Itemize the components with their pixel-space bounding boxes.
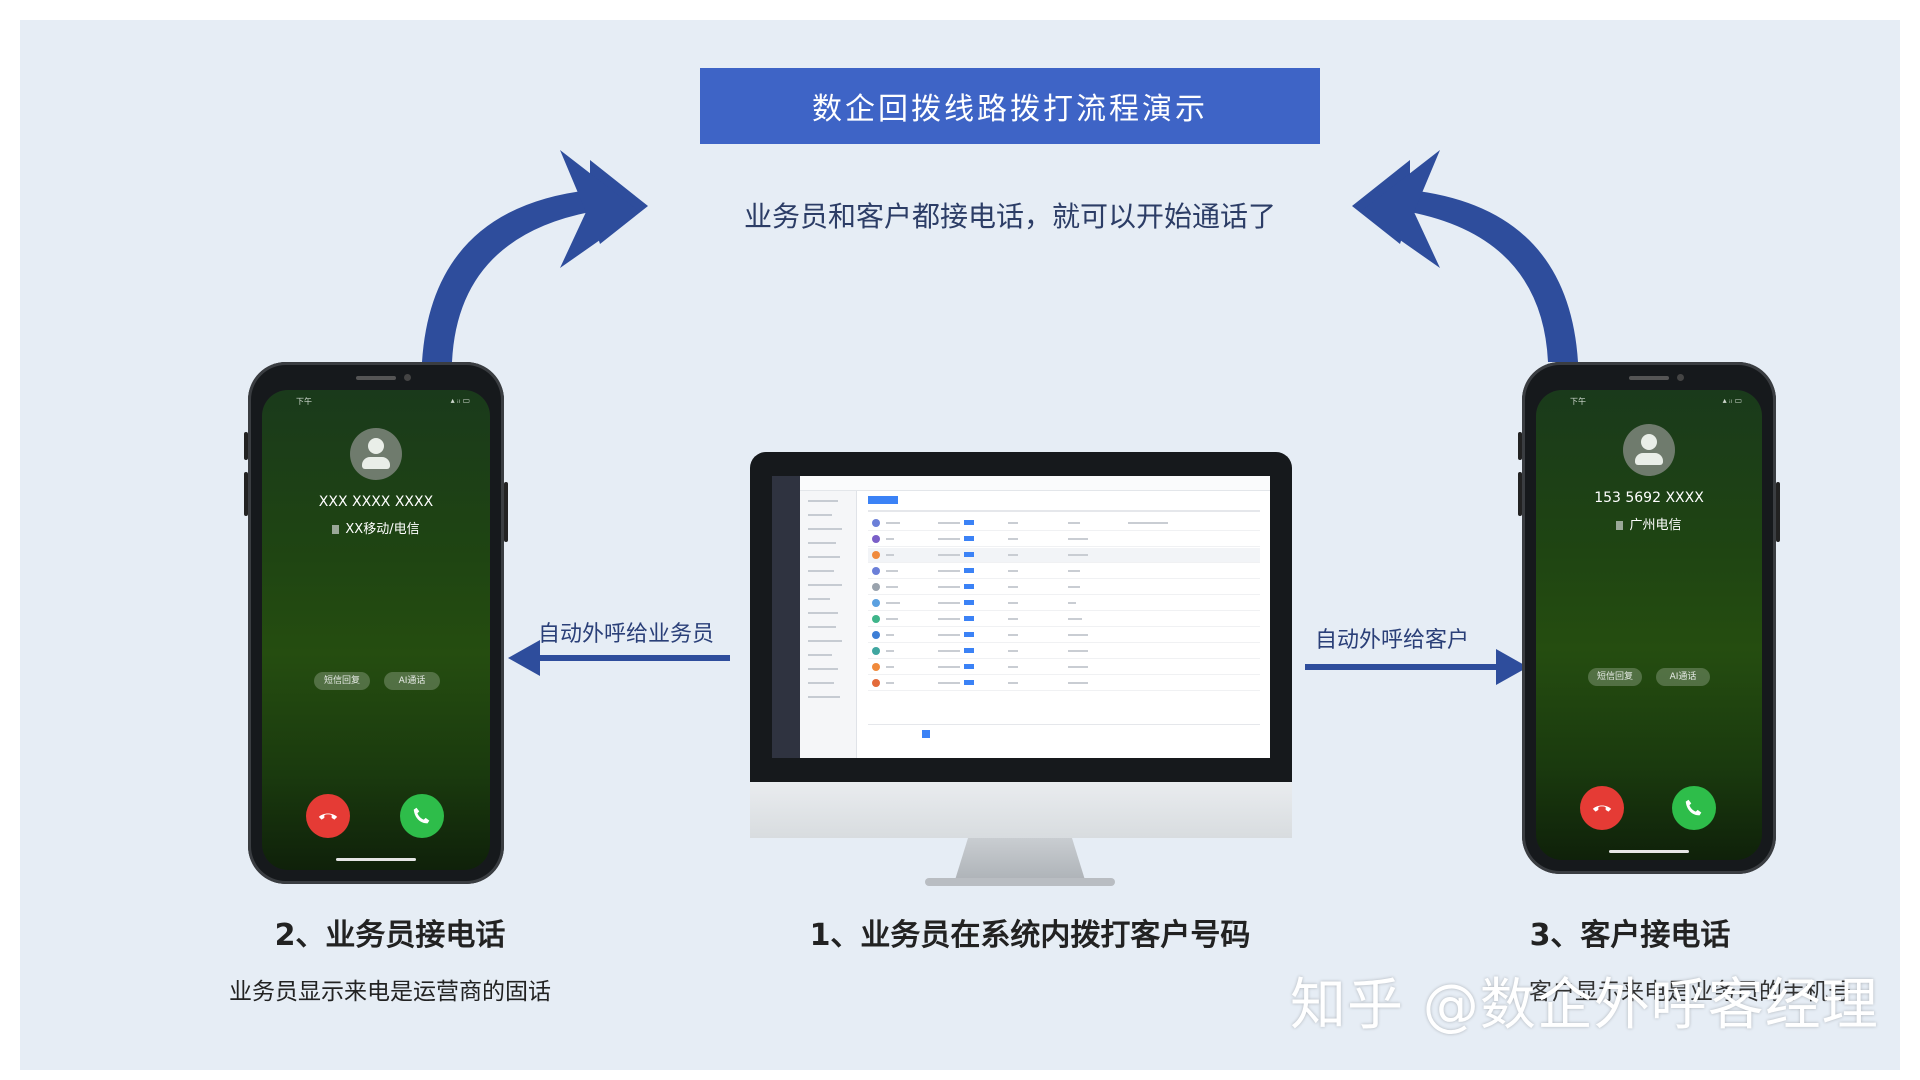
decline-call-icon	[1592, 805, 1612, 812]
phone-screen: 下午▴ ᵢₗ ▭ XXX XXXX XXXX XX移动/电信 短信回复 AI通话	[262, 390, 490, 870]
crm-system-screen	[772, 476, 1270, 758]
sim-icon	[1616, 521, 1624, 530]
step2-title: 2、业务员接电话	[274, 918, 506, 953]
straight-arrow-icon	[530, 655, 730, 661]
sms-reply-button[interactable]: 短信回复	[1588, 668, 1642, 686]
crm-tab-active	[868, 496, 898, 504]
curved-arrow-icon	[1360, 150, 1440, 268]
avatar-icon	[350, 428, 402, 480]
phone-side-button	[244, 472, 248, 516]
table-row	[868, 612, 1260, 627]
phone-side-button	[244, 432, 248, 460]
table-row	[868, 628, 1260, 643]
decline-call-button[interactable]	[306, 794, 350, 838]
accept-call-icon	[1685, 799, 1702, 816]
phone-camera	[404, 374, 411, 381]
curved-arrow-icon	[422, 160, 648, 362]
diagram-subtitle: 业务员和客户都接电话，就可以开始通话了	[743, 200, 1276, 233]
arrow-right-label: 自动外呼给客户	[1315, 628, 1470, 653]
straight-arrow-icon	[1496, 649, 1528, 685]
monitor-chin	[750, 782, 1292, 838]
avatar-icon	[1623, 424, 1675, 476]
crm-sidebar	[772, 476, 800, 758]
status-bar: 下午▴ ᵢₗ ▭	[296, 396, 470, 406]
table-row	[868, 516, 1260, 531]
phone-speaker	[1629, 376, 1669, 380]
crm-nav-panel	[800, 476, 857, 758]
caller-number: 153 5692 XXXX	[1594, 490, 1704, 506]
caller-number: XXX XXXX XXXX	[318, 494, 434, 510]
crm-topbar	[800, 476, 1270, 491]
curved-arrow-icon	[1352, 160, 1578, 362]
decline-call-button[interactable]	[1580, 786, 1624, 830]
step1-title: 1、业务员在系统内拨打客户号码	[809, 918, 1251, 953]
home-indicator	[336, 858, 416, 861]
straight-arrow-icon	[1305, 664, 1505, 670]
curved-arrow-icon	[560, 150, 640, 268]
step3-title: 3、客户接电话	[1529, 918, 1731, 953]
customer-phone: 下午▴ ᵢₗ ▭ 153 5692 XXXX 广州电信 短信回复 AI通话	[1518, 362, 1780, 874]
home-indicator	[1609, 850, 1689, 853]
crm-table-header	[868, 510, 1260, 512]
table-row	[868, 532, 1260, 547]
table-row	[868, 580, 1260, 595]
carrier-label: XX移动/电信	[345, 522, 420, 537]
monitor-stand	[955, 838, 1085, 880]
sms-reply-button[interactable]: 短信回复	[314, 672, 370, 690]
step3-description: 客户显示来电是业务员的手机号	[1529, 979, 1851, 1005]
table-row	[868, 548, 1260, 563]
watermark: 知乎 @数企外呼客经理	[1290, 973, 1879, 1038]
table-row	[868, 676, 1260, 691]
straight-arrow-icon	[508, 640, 540, 676]
step2-description: 业务员显示来电是运营商的固话	[229, 979, 551, 1005]
phone-speaker	[356, 376, 396, 380]
table-row	[868, 660, 1260, 675]
carrier-label: 广州电信	[1629, 518, 1682, 533]
ai-call-button[interactable]: AI通话	[384, 672, 440, 690]
ai-call-button[interactable]: AI通话	[1656, 668, 1710, 686]
phone-screen: 下午▴ ᵢₗ ▭ 153 5692 XXXX 广州电信 短信回复 AI通话	[1536, 390, 1762, 860]
salesperson-phone: 下午▴ ᵢₗ ▭ XXX XXXX XXXX XX移动/电信 短信回复 AI通话	[244, 362, 508, 884]
phone-side-button	[1776, 482, 1780, 542]
accept-call-icon	[413, 807, 430, 824]
status-bar: 下午▴ ᵢₗ ▭	[1570, 396, 1742, 406]
table-row	[868, 564, 1260, 579]
sim-icon	[332, 525, 340, 534]
table-row	[868, 644, 1260, 659]
caller-carrier: XX移动/电信	[262, 518, 490, 537]
phone-side-button	[504, 482, 508, 542]
monitor-base	[925, 878, 1115, 886]
accept-call-button[interactable]	[1672, 786, 1716, 830]
table-row	[868, 596, 1260, 611]
diagram-title: 数企回拨线路拨打流程演示	[700, 68, 1320, 144]
crm-table-footer	[868, 724, 1260, 725]
decline-call-icon	[318, 813, 338, 820]
phone-camera	[1677, 374, 1684, 381]
crm-pagination	[922, 730, 930, 738]
caller-carrier: 广州电信	[1536, 514, 1762, 533]
phone-side-button	[1518, 472, 1522, 516]
phone-side-button	[1518, 432, 1522, 460]
arrow-left-label: 自动外呼给业务员	[538, 622, 715, 647]
accept-call-button[interactable]	[400, 794, 444, 838]
